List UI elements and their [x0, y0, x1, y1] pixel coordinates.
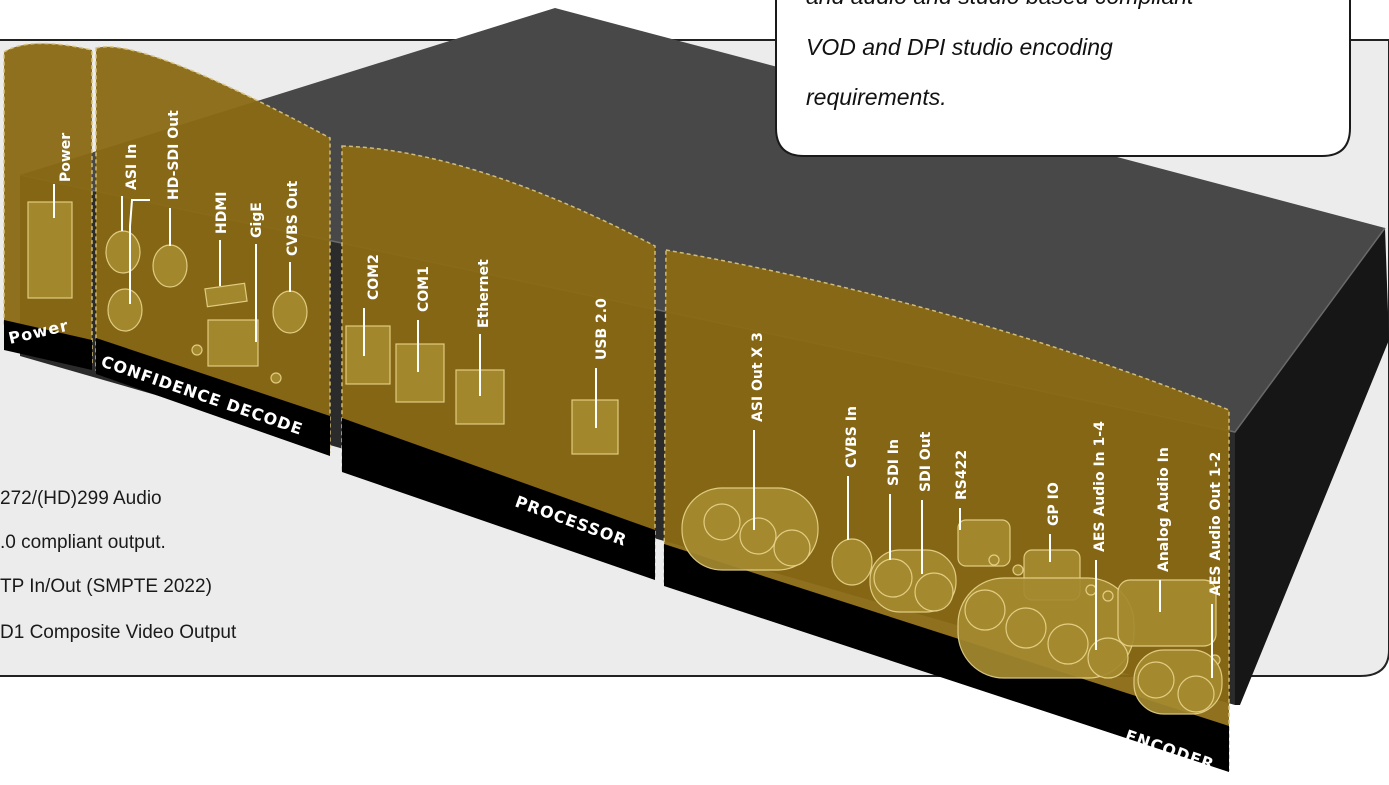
port-label-usb: USB 2.0 — [594, 298, 610, 360]
callout-line-1: and audio and studio based compliant — [806, 0, 1195, 9]
port-label-power: Power — [58, 133, 74, 182]
port-label-aes-out: AES Audio Out 1-2 — [1208, 452, 1224, 596]
port-label-rs422: RS422 — [954, 450, 970, 500]
asi-in-connector-2-icon — [107, 288, 143, 332]
callout-line-2: VOD and DPI studio encoding — [806, 34, 1113, 60]
indicator-led-icon — [191, 344, 203, 356]
indicator-led-2-icon — [270, 372, 282, 384]
port-label-asi-in: ASI In — [124, 144, 140, 190]
rs422-connector-icon — [957, 519, 1011, 567]
power-connector-icon — [27, 201, 73, 299]
hdmi-connector-icon — [204, 282, 248, 308]
hd-sdi-out-connector-icon — [152, 244, 188, 288]
com2-connector-icon — [345, 325, 391, 385]
port-label-sdi-in: SDI In — [886, 439, 902, 486]
gige-connector-icon — [207, 319, 259, 367]
port-label-gige: GigE — [249, 202, 265, 238]
port-label-ethernet: Ethernet — [476, 259, 492, 328]
port-label-cvbs-out: CVBS Out — [285, 180, 301, 256]
spec-line-4: D1 Composite Video Output — [0, 622, 237, 643]
port-label-cvbs-in: CVBS In — [844, 406, 860, 468]
panel-power-band — [4, 320, 92, 370]
panel-processor: PROCESSOR COM2 COM1 Ethernet USB 2.0 — [341, 145, 656, 580]
com1-connector-icon — [395, 343, 445, 403]
port-label-analog-in: Analog Audio In — [1156, 447, 1172, 572]
port-label-com2: COM2 — [366, 254, 382, 300]
port-label-gp-io: GP IO — [1046, 482, 1062, 526]
cvbs-out-connector-icon — [272, 290, 308, 334]
spec-list: 272/(HD)299 Audio .0 compliant output. T… — [0, 488, 237, 643]
panel-encoder: ENCODER ASI Out X 3 CVBS In SDI In SDI — [663, 249, 1230, 774]
chassis-side — [1235, 228, 1389, 705]
callout-box: and audio and studio based compliant VOD… — [775, 0, 1351, 157]
port-label-asi-out: ASI Out X 3 — [750, 332, 766, 422]
panel-encoder-band — [664, 544, 1229, 772]
port-label-hdmi: HDMI — [214, 192, 230, 234]
port-label-aes-in: AES Audio In 1-4 — [1092, 421, 1108, 552]
analog-audio-in-connector-icon — [1117, 579, 1217, 647]
port-label-com1: COM1 — [416, 266, 432, 312]
chassis-top — [20, 8, 1385, 432]
panel-confidence-band — [96, 338, 330, 456]
panel-confidence-decode: CONFIDENCE DECODE ASI In HD-SDI Out HDMI… — [95, 46, 331, 456]
spec-line-1: 272/(HD)299 Audio — [0, 488, 162, 509]
callout-line-3: requirements. — [806, 84, 947, 110]
cvbs-in-connector-icon — [831, 538, 873, 586]
panel-processor-band — [342, 418, 655, 580]
port-label-sdi-out: SDI Out — [918, 431, 934, 492]
spec-line-2: .0 compliant output. — [0, 532, 166, 553]
panel-power: Power Power — [3, 42, 93, 370]
asi-in-connector-icon — [105, 230, 141, 274]
spec-line-3: TP In/Out (SMPTE 2022) — [0, 576, 212, 597]
port-label-hd-sdi-out: HD-SDI Out — [166, 110, 182, 200]
